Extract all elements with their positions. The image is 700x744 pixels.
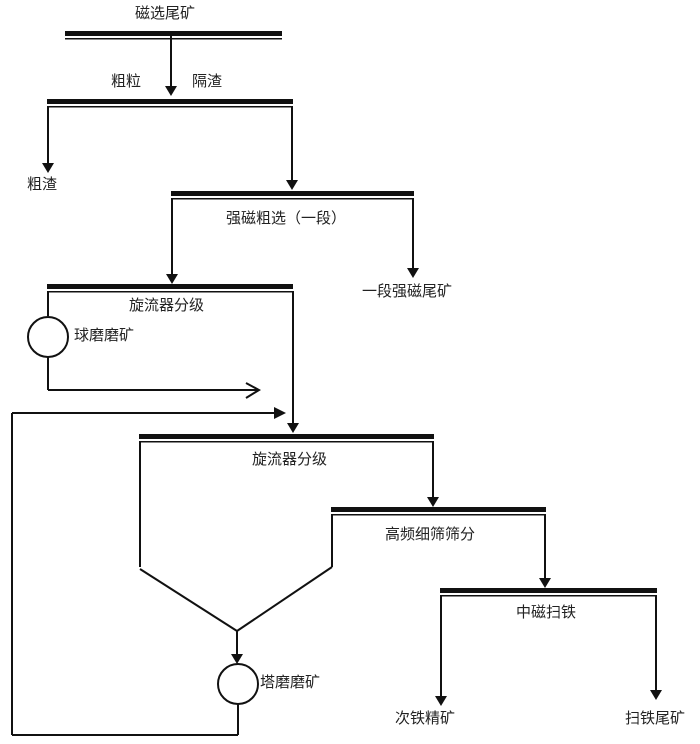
strong-mag-tail-label: 一段强磁尾矿 [362,282,453,300]
ball-mill-label: 球磨磨矿 [74,326,135,344]
arrow-head [407,268,419,278]
open-arrow-head [245,382,262,399]
strong-mag-bar [171,191,414,200]
strong-mag-label: 强磁粗选（一段） [226,209,347,227]
arrow-head [539,578,551,588]
scav-tail-label: 扫铁尾矿 [625,709,686,727]
coarse-label: 粗粒 [111,72,142,90]
arrow-head [231,654,243,664]
arrow-head [42,163,54,173]
funnel-left-line [139,568,238,632]
hf-screen-bar [331,507,546,516]
cyclone2-bar [139,434,434,443]
mid-mag-bar [440,588,657,597]
funnel-right-line [236,566,333,632]
arrow-head [435,696,447,706]
slag-label: 隔渣 [192,72,223,90]
tower-mill-icon [217,663,259,705]
cyclone2-label: 旋流器分级 [252,450,328,468]
feed-bar [65,31,282,40]
slag-bar [47,99,293,108]
arrow-head [165,86,177,96]
ball-mill-icon [27,316,69,358]
arrow-head [287,423,299,433]
sub-concentrate-label: 次铁精矿 [395,709,456,727]
arrow-head [427,497,439,507]
cyclone1-bar [47,284,293,293]
feed-label: 磁选尾矿 [135,4,196,22]
arrow-head [286,180,298,190]
arrow-head [274,407,286,419]
mid-mag-label: 中磁扫铁 [516,603,577,621]
arrow-head [650,690,662,700]
cyclone1-label: 旋流器分级 [129,296,205,314]
tower-mill-label: 塔磨磨矿 [260,673,321,691]
arrow-head [166,274,178,284]
coarse-slag-label: 粗渣 [27,175,58,193]
hf-screen-label: 高频细筛筛分 [385,525,476,543]
